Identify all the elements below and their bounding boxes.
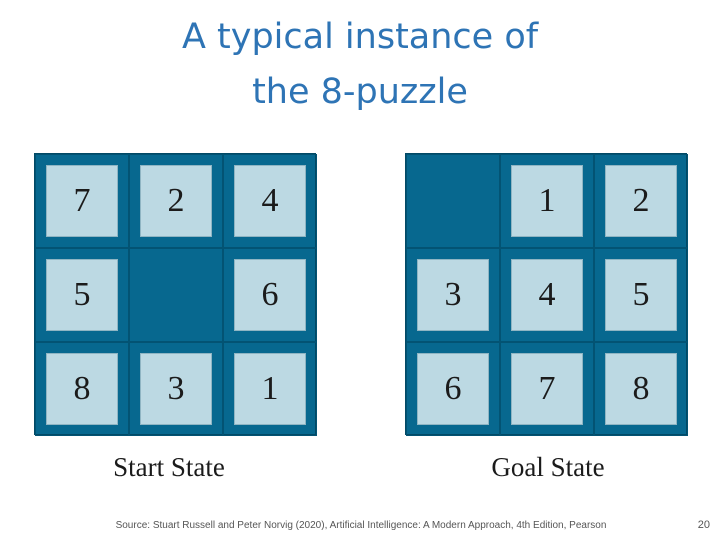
goal-state-cell: 7 xyxy=(500,342,594,436)
source-citation: Source: Stuart Russell and Peter Norvig … xyxy=(115,520,607,531)
start-state-cell: 4 xyxy=(223,154,317,248)
goal-state-cell: 6 xyxy=(406,342,500,436)
goal-state-cell: 8 xyxy=(594,342,688,436)
start-state-tile-7: 7 xyxy=(46,165,118,237)
start-state-cell: 1 xyxy=(223,342,317,436)
start-state-caption: Start State xyxy=(113,452,225,482)
start-state-cell: 2 xyxy=(129,154,223,248)
start-state-tile-1: 1 xyxy=(234,353,306,425)
slide-title: A typical instance of the 8-puzzle xyxy=(0,10,720,120)
goal-state-tile-8: 8 xyxy=(605,353,677,425)
goal-state-cell: 4 xyxy=(500,248,594,342)
title-line-1: A typical instance of xyxy=(181,17,539,57)
goal-state-tile-6: 6 xyxy=(417,353,489,425)
goal-state-tile-3: 3 xyxy=(417,259,489,331)
goal-state-tile-5: 5 xyxy=(605,259,677,331)
goal-state-cell: 5 xyxy=(594,248,688,342)
start-state-cell: 5 xyxy=(35,248,129,342)
goal-state-caption: Goal State xyxy=(491,452,605,482)
goal-state-tile-2: 2 xyxy=(605,165,677,237)
goal-state-tile-4: 4 xyxy=(511,259,583,331)
start-state-tile-2: 2 xyxy=(140,165,212,237)
title-line-2: the 8-puzzle xyxy=(252,72,468,112)
start-state-tile-4: 4 xyxy=(234,165,306,237)
goal-state-tile-7: 7 xyxy=(511,353,583,425)
goal-state-cell: 2 xyxy=(594,154,688,248)
page-number: 20 xyxy=(697,519,710,531)
goal-state-cell: 1 xyxy=(500,154,594,248)
start-state-tile-5: 5 xyxy=(46,259,118,331)
goal-state-tile-1: 1 xyxy=(511,165,583,237)
start-state-tile-8: 8 xyxy=(46,353,118,425)
goal-state-blank-cell xyxy=(406,154,500,248)
goal-state-cell: 3 xyxy=(406,248,500,342)
start-state-cell: 7 xyxy=(35,154,129,248)
start-state-cell: 6 xyxy=(223,248,317,342)
start-state-blank-cell xyxy=(129,248,223,342)
start-state-tile-6: 6 xyxy=(234,259,306,331)
start-state-tile-3: 3 xyxy=(140,353,212,425)
start-state-cell: 8 xyxy=(35,342,129,436)
start-state-cell: 3 xyxy=(129,342,223,436)
